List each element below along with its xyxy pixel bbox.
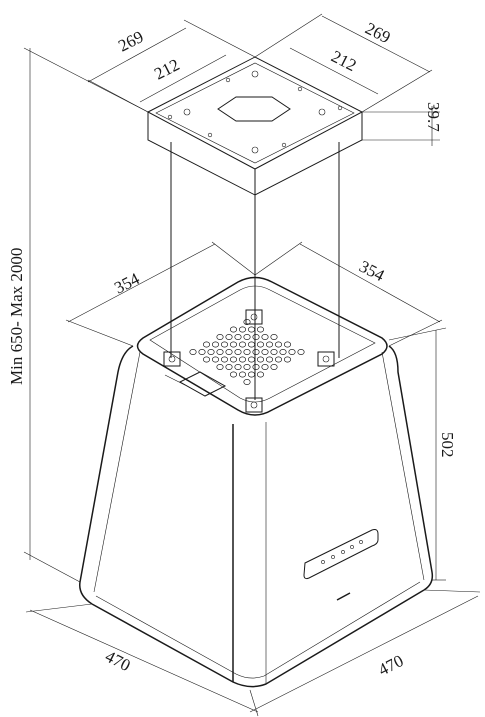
mesh-cell: [211, 341, 220, 348]
mesh-cell: [216, 334, 224, 340]
dim-base-right-width: 470: [375, 651, 406, 680]
suspension-cables: [170, 142, 340, 400]
mesh-cell: [238, 341, 247, 348]
mesh-cell: [202, 341, 211, 348]
mesh-cell: [243, 364, 251, 370]
mesh-cell: [279, 349, 287, 355]
dim-top-left-width: 354: [111, 269, 143, 298]
indicator-bar: [336, 592, 351, 601]
mesh-cell: [225, 334, 233, 340]
mesh-cell: [297, 349, 305, 355]
dimension-lines: [23, 13, 481, 717]
mesh-cell: [270, 349, 278, 355]
mesh-cell: [211, 356, 220, 363]
mesh-cell: [216, 364, 224, 370]
mesh-cell: [256, 341, 265, 348]
mesh-cell: [198, 349, 206, 355]
mesh-cell: [256, 356, 265, 363]
mesh-cell: [189, 349, 197, 355]
dim-mount-height: 39.7: [424, 102, 443, 132]
mesh-cell: [288, 349, 296, 355]
mesh-cell: [238, 356, 247, 363]
mesh-cell: [252, 349, 260, 355]
dim-mount-right-inner: 212: [328, 47, 359, 76]
mesh-cell: [256, 371, 265, 378]
mesh-cell: [229, 371, 238, 378]
mesh-cell: [270, 364, 278, 370]
mesh-cell: [243, 319, 251, 325]
mesh-cell: [265, 356, 274, 363]
dim-base-left-width: 470: [102, 647, 133, 676]
dim-mount-right-width: 269: [362, 19, 393, 48]
mesh-cell: [229, 341, 238, 348]
mesh-cell: [225, 349, 233, 355]
mounting-brackets: [163, 309, 335, 413]
mesh-cell: [270, 334, 278, 340]
mesh-cell: [234, 349, 242, 355]
hood-body: [79, 276, 434, 688]
mesh-cell: [283, 356, 292, 363]
mesh-cell: [243, 334, 251, 340]
mesh-cell: [247, 326, 256, 333]
mesh-cell: [274, 341, 283, 348]
mesh-cell: [207, 349, 215, 355]
mesh-cell: [247, 371, 256, 378]
mesh-cell: [238, 326, 247, 333]
mesh-cell: [229, 356, 238, 363]
filter-mesh: [189, 319, 305, 385]
mesh-cell: [265, 341, 274, 348]
mesh-cell: [220, 356, 229, 363]
mesh-cell: [274, 356, 283, 363]
mesh-cell: [234, 364, 242, 370]
mesh-cell: [261, 349, 269, 355]
mesh-cell: [261, 364, 269, 370]
dim-mount-left-width: 269: [115, 27, 146, 56]
mesh-cell: [252, 334, 260, 340]
dim-total-height: Min 650- Max 2000: [7, 248, 26, 385]
mesh-cell: [256, 326, 265, 333]
mesh-cell: [243, 379, 251, 385]
hexagon-vent-hole: [217, 96, 291, 122]
mesh-cell: [229, 326, 238, 333]
mesh-cell: [247, 356, 256, 363]
mesh-cell: [252, 364, 260, 370]
mesh-cell: [225, 364, 233, 370]
mesh-cell: [238, 371, 247, 378]
control-panel[interactable]: [303, 529, 379, 580]
mesh-cell: [261, 334, 269, 340]
mesh-cell: [243, 349, 251, 355]
mesh-cell: [283, 341, 292, 348]
mesh-cell: [220, 341, 229, 348]
mesh-cell: [234, 334, 242, 340]
mesh-cell: [247, 341, 256, 348]
mesh-cell: [216, 349, 224, 355]
mesh-cell: [202, 356, 211, 363]
dim-top-right-width: 354: [356, 257, 388, 286]
dim-body-height: 502: [438, 432, 457, 458]
dim-mount-left-inner: 212: [151, 55, 182, 84]
